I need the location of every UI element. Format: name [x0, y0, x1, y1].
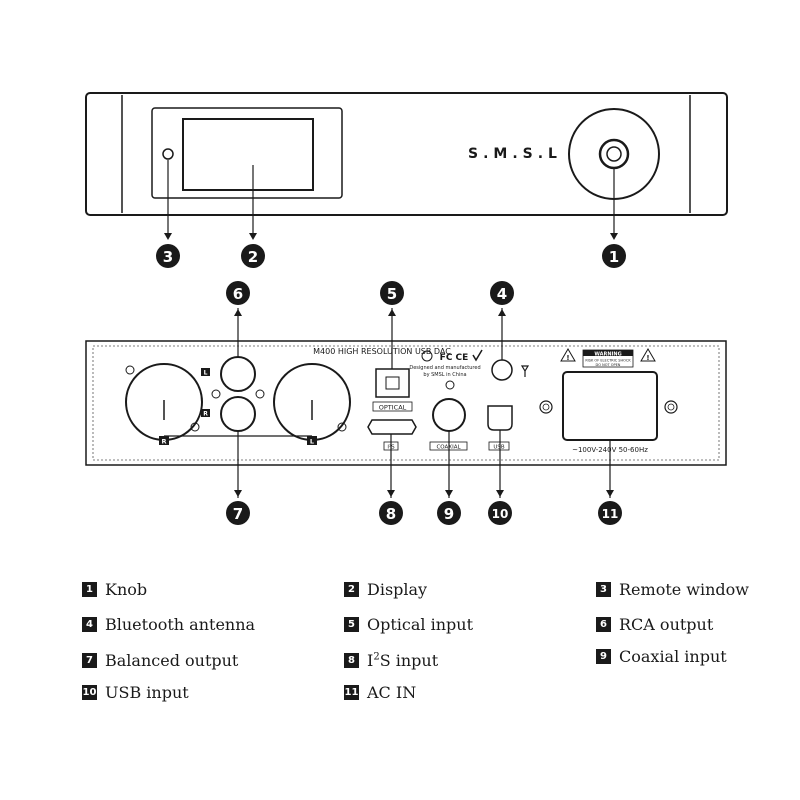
- callout-1-number: 1: [609, 248, 619, 266]
- legend-label: AC IN: [367, 682, 417, 702]
- callout-3: 3: [156, 244, 180, 268]
- legend: 1 Knob 2 Display 3 Remote window 4 Bluet…: [0, 570, 800, 720]
- legend-label: Coaxial input: [619, 646, 727, 666]
- brand-logo: S.M.S.L: [468, 146, 562, 162]
- legend-number: 8: [344, 652, 359, 668]
- rca-right-label: R: [203, 411, 208, 418]
- callout-badges: 1 2 3 4 5 6 7 8: [156, 244, 626, 525]
- xlr-right-label: R: [161, 438, 166, 446]
- callout-4: 4: [490, 281, 514, 305]
- legend-label: RCA output: [619, 614, 714, 634]
- legend-label: USB input: [105, 682, 189, 702]
- legend-item-coaxial-input: 9 Coaxial input: [596, 645, 727, 667]
- xlr-left-label: L: [310, 438, 314, 446]
- cert-marks-text: FC CE: [440, 353, 469, 363]
- model-text: M400 HIGH RESOLUTION USB DAC: [313, 347, 451, 356]
- legend-number: 3: [596, 581, 611, 597]
- legend-item-usb-input: 10 USB input: [82, 681, 189, 703]
- svg-text:!: !: [566, 354, 569, 362]
- rca-left-label: L: [204, 370, 208, 377]
- legend-label: Bluetooth antenna: [105, 614, 256, 634]
- caution-icon: [640, 348, 656, 362]
- legend-number: 4: [82, 616, 97, 632]
- front-callout-lines: [164, 160, 618, 240]
- cert-line-1: Designed and manufactured: [409, 365, 480, 371]
- legend-label: Remote window: [619, 579, 749, 599]
- warning-line-1: RISK OF ELECTRIC SHOCK: [585, 359, 631, 363]
- legend-label: Optical input: [367, 614, 474, 634]
- callout-11: 11: [598, 501, 622, 525]
- callout-5-number: 5: [387, 285, 397, 303]
- callout-6-number: 6: [233, 285, 243, 303]
- legend-number: 9: [596, 648, 611, 664]
- legend-number: 2: [344, 581, 359, 597]
- usb-label: USB: [493, 445, 505, 451]
- legend-item-balanced-output: 7 Balanced output: [82, 649, 238, 671]
- callout-11-number: 11: [602, 507, 619, 521]
- callout-8: 8: [379, 501, 403, 525]
- callout-6: 6: [226, 281, 250, 305]
- antenna-icon: [520, 365, 530, 377]
- legend-item-rca-output: 6 RCA output: [596, 613, 713, 635]
- callout-2-number: 2: [248, 248, 258, 266]
- callout-10: 10: [488, 501, 512, 525]
- callout-8-number: 8: [386, 505, 396, 523]
- legend-item-display: 2 Display: [344, 578, 427, 600]
- remote-window-sensor: [162, 148, 174, 160]
- callout-3-number: 3: [163, 248, 173, 266]
- callout-2: 2: [241, 244, 265, 268]
- legend-item-optical-input: 5 Optical input: [344, 613, 473, 635]
- legend-label: Display: [367, 579, 428, 599]
- xlr-output-right: R: [125, 363, 203, 446]
- display-window: [151, 107, 343, 199]
- callout-9-number: 9: [444, 505, 454, 523]
- legend-item-ac-in: 11 AC IN: [344, 681, 416, 703]
- legend-number: 1: [82, 581, 97, 597]
- callout-1: 1: [602, 244, 626, 268]
- callout-7-number: 7: [233, 505, 243, 523]
- callout-7: 7: [226, 501, 250, 525]
- front-panel: S.M.S.L: [85, 92, 728, 216]
- shock-warning-icon: [560, 348, 576, 362]
- warning-line-2: DO NOT OPEN: [596, 363, 621, 367]
- xlr-output-left: L: [273, 363, 351, 446]
- legend-item-bluetooth-antenna: 4 Bluetooth antenna: [82, 613, 255, 635]
- legend-number: 11: [344, 684, 359, 700]
- display-screen: [182, 118, 314, 191]
- legend-number: 6: [596, 616, 611, 632]
- optical-label: OPTICAL: [379, 404, 407, 412]
- legend-number: 5: [344, 616, 359, 632]
- legend-label: I2S input: [367, 650, 439, 670]
- cert-line-2: by SMSL in China: [423, 372, 466, 378]
- legend-item-i2s-input: 8 I2S input: [344, 649, 438, 671]
- legend-number: 10: [82, 684, 97, 700]
- rear-callout-lines: [164, 308, 614, 498]
- callout-4-number: 4: [497, 285, 507, 303]
- legend-item-remote-window: 3 Remote window: [596, 578, 749, 600]
- svg-text:!: !: [646, 354, 649, 362]
- callout-5: 5: [380, 281, 404, 305]
- legend-label: Balanced output: [105, 650, 239, 670]
- warning-title: WARNING: [594, 351, 621, 357]
- callout-10-number: 10: [492, 507, 509, 521]
- certification-marks: FC CE Designed and manufactured by SMSL …: [409, 349, 483, 390]
- legend-label: Knob: [105, 579, 148, 599]
- rear-panel: M400 HIGH RESOLUTION USB DAC R L L: [85, 340, 727, 466]
- callout-9: 9: [437, 501, 461, 525]
- legend-item-knob: 1 Knob: [82, 578, 147, 600]
- legend-number: 7: [82, 652, 97, 668]
- usb-input: USB: [487, 405, 513, 451]
- warning-label: ! WARNING RISK OF ELECTRIC SHOCK DO NOT …: [560, 348, 656, 368]
